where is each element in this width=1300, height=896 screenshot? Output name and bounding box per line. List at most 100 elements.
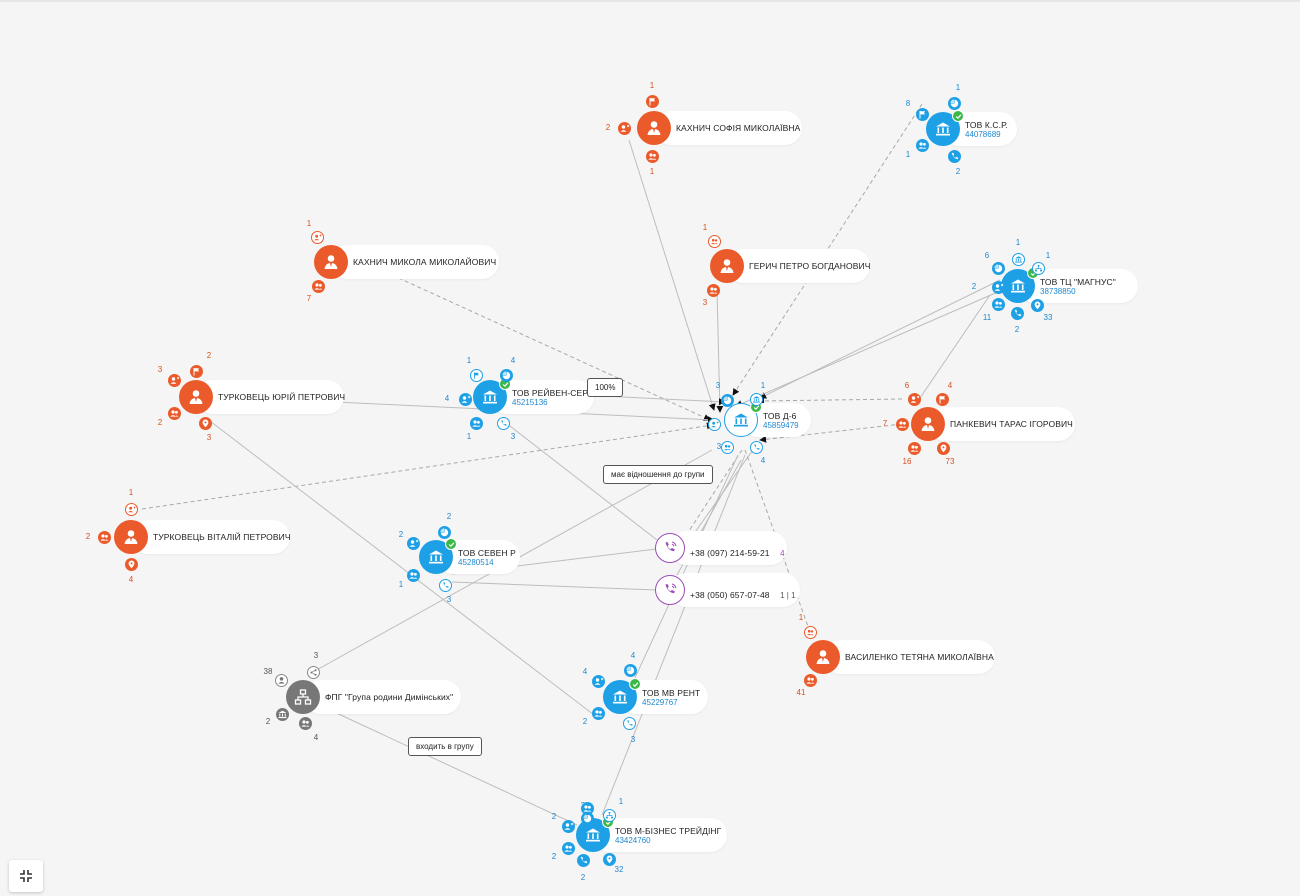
- edge-tov_magnus-tov_d6[interactable]: [735, 290, 1001, 407]
- edge-kakhnych_sofiia-tov_d6[interactable]: [628, 139, 716, 411]
- phone-icon[interactable]: [576, 853, 590, 867]
- people-icon[interactable]: [803, 625, 817, 639]
- people-icon[interactable]: [311, 279, 325, 293]
- founder-icon[interactable]: [707, 417, 721, 431]
- edge-turkovets_yurii-tov_mv_rent[interactable]: [209, 420, 599, 719]
- people-icon[interactable]: [803, 673, 817, 687]
- people-icon[interactable]: [645, 149, 659, 163]
- flag-icon[interactable]: [189, 364, 203, 378]
- tree-icon[interactable]: [1031, 261, 1045, 275]
- pie-icon[interactable]: [437, 525, 451, 539]
- pie-icon[interactable]: [499, 368, 513, 382]
- satellite-count: 1: [702, 223, 708, 232]
- pie-icon[interactable]: [991, 261, 1005, 275]
- pin-icon[interactable]: [198, 416, 212, 430]
- pin-icon[interactable]: [936, 441, 950, 455]
- node-code: 45859479: [763, 421, 799, 430]
- people-icon[interactable]: [580, 801, 594, 815]
- people-icon[interactable]: [720, 440, 734, 454]
- founder-icon[interactable]: [991, 280, 1005, 294]
- tree-icon[interactable]: [602, 808, 616, 822]
- people-icon[interactable]: [406, 568, 420, 582]
- node-pill: [654, 111, 802, 145]
- people-icon[interactable]: [469, 416, 483, 430]
- founder-icon[interactable]: [167, 373, 181, 387]
- edge-tov_magnus-pankevych_taras[interactable]: [919, 294, 991, 399]
- edge-pankevych_taras-tov_d6[interactable]: [757, 397, 903, 405]
- edge-tov_reiven-phone1[interactable]: [505, 422, 658, 541]
- edge-turkovets_vitalii-tov_d6[interactable]: [141, 422, 714, 510]
- node-title: ПАНКЕВИЧ ТАРАС ІГОРОВИЧ: [950, 419, 1073, 429]
- founder-icon[interactable]: [124, 502, 138, 516]
- people-icon[interactable]: [706, 283, 720, 297]
- phone-icon[interactable]: [947, 149, 961, 163]
- people-icon[interactable]: [561, 841, 575, 855]
- people-icon[interactable]: [298, 716, 312, 730]
- people-icon[interactable]: [591, 706, 605, 720]
- satellite-count: 2: [551, 852, 557, 861]
- edge-label-share[interactable]: 100%: [587, 378, 624, 397]
- founder-icon[interactable]: [561, 819, 575, 833]
- node-pill: [928, 407, 1075, 441]
- edge-tov_seven-phone2[interactable]: [451, 581, 657, 591]
- satellite-count: 4: [630, 651, 636, 660]
- collapse-button[interactable]: [9, 860, 43, 892]
- pie-icon[interactable]: [580, 811, 594, 825]
- edge-tov_d6-vasylenko_tetiana[interactable]: [744, 449, 811, 633]
- edge-label-enters-group[interactable]: входить в групу: [408, 737, 482, 756]
- person-icon: [710, 249, 744, 283]
- edge-tov_d6-tov_mv_rent[interactable]: [633, 454, 739, 681]
- flag-icon[interactable]: [915, 107, 929, 121]
- people-icon[interactable]: [707, 234, 721, 248]
- phone-icon[interactable]: [438, 578, 452, 592]
- phone-icon[interactable]: [622, 716, 636, 730]
- founder-icon[interactable]: [907, 392, 921, 406]
- founder-icon[interactable]: [591, 674, 605, 688]
- edge-kakhnych_mykola-tov_d6[interactable]: [391, 274, 711, 421]
- node-code: 45215136: [512, 398, 548, 407]
- flag-icon[interactable]: [645, 94, 659, 108]
- founder-icon[interactable]: [617, 121, 631, 135]
- edge-fpg_group-tov_m_biznes[interactable]: [329, 709, 578, 826]
- people-icon[interactable]: [167, 406, 181, 420]
- edge-tov_d6-tov_m_biznes[interactable]: [601, 454, 746, 816]
- founder-icon[interactable]: [406, 536, 420, 550]
- satellite-count: 1: [649, 167, 655, 176]
- founder-icon[interactable]: [458, 392, 472, 406]
- pie-icon[interactable]: [947, 96, 961, 110]
- phone-icon[interactable]: [1010, 306, 1024, 320]
- edge-herych_petro-tov_d6[interactable]: [716, 289, 724, 413]
- person-icon[interactable]: [274, 673, 288, 687]
- flag-icon[interactable]: [469, 368, 483, 382]
- edge-label-related-group[interactable]: має відношення до групи: [603, 465, 713, 484]
- pin-icon[interactable]: [1030, 298, 1044, 312]
- people-icon[interactable]: [97, 530, 111, 544]
- flag-icon[interactable]: [935, 392, 949, 406]
- pin-icon[interactable]: [602, 852, 616, 866]
- share-icon[interactable]: [306, 665, 320, 679]
- edge-pankevych_taras-tov_d6[interactable]: [759, 423, 903, 443]
- phone-icon[interactable]: [749, 440, 763, 454]
- node-count: 4: [780, 549, 785, 558]
- satellite-count: 2: [955, 167, 961, 176]
- edge-tov_ksr-tov_d6[interactable]: [732, 103, 923, 396]
- building-icon[interactable]: [275, 707, 289, 721]
- collapse-icon: [20, 870, 32, 882]
- phone-icon[interactable]: [496, 416, 510, 430]
- pie-icon[interactable]: [720, 393, 734, 407]
- people-icon[interactable]: [907, 441, 921, 455]
- pin-icon[interactable]: [124, 557, 138, 571]
- node-code: 45280514: [458, 558, 494, 567]
- people-icon[interactable]: [991, 297, 1005, 311]
- satellite-count: 6: [904, 381, 910, 390]
- founder-icon[interactable]: [310, 230, 324, 244]
- building-icon[interactable]: [1011, 252, 1025, 266]
- edge-tov_d6-phone1[interactable]: [682, 449, 743, 541]
- people-icon[interactable]: [915, 138, 929, 152]
- building-icon[interactable]: [749, 392, 763, 406]
- people-icon[interactable]: [895, 417, 909, 431]
- pie-icon[interactable]: [623, 663, 637, 677]
- satellite-count: 1: [466, 356, 472, 365]
- node-pill: [823, 640, 995, 674]
